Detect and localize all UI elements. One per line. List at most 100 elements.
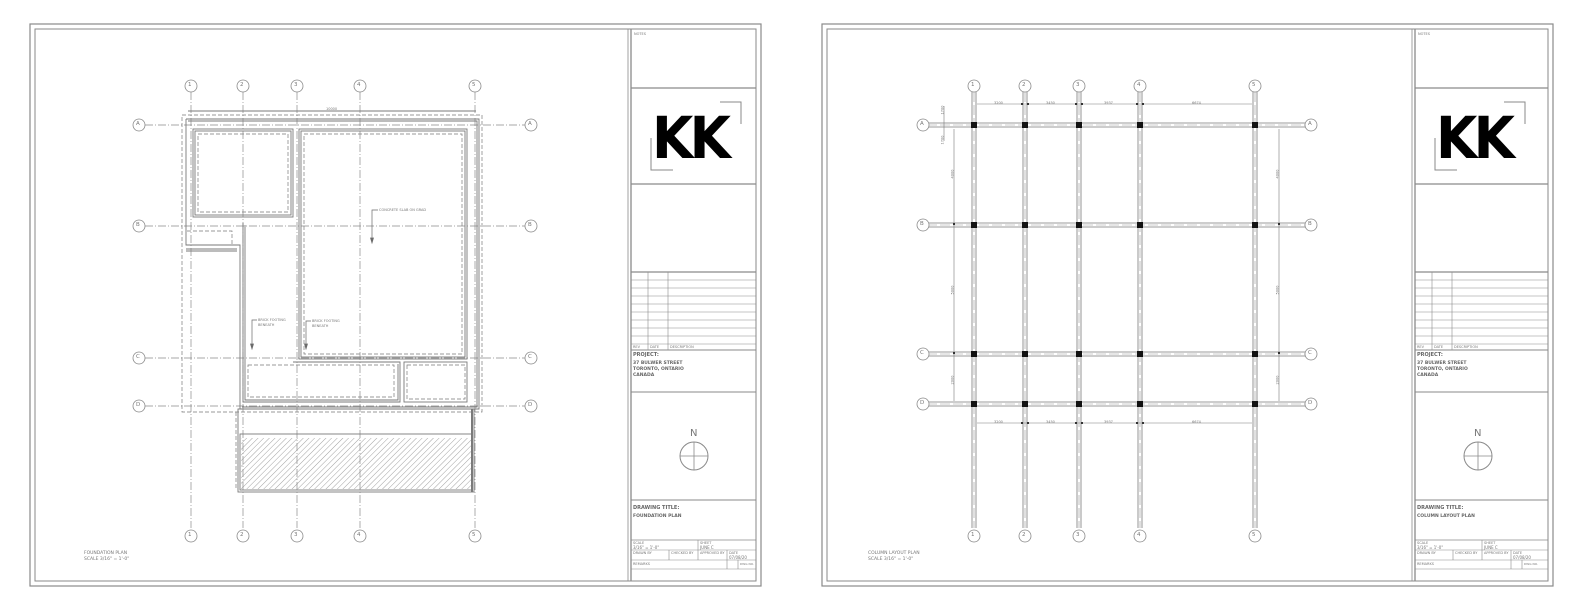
grid-col-label: 5 — [472, 82, 476, 88]
grid-col-label: 5 — [1252, 532, 1256, 538]
drawing-caption-title: COLUMN LAYOUT PLAN — [868, 551, 920, 556]
drawing-title: FOUNDATION PLAN — [633, 514, 682, 519]
grid-row-label: B — [528, 222, 532, 228]
description-header: DESCRIPTION — [670, 345, 694, 349]
approved-by-label: APPROVED BY — [1484, 551, 1509, 555]
notes-label: NOTES — [1418, 32, 1430, 36]
grid-row-label: B — [1308, 221, 1312, 227]
north-label: N — [1474, 428, 1482, 439]
foundation-plan-sheet: 1 2 3 4 5 1 2 3 4 5 A B C D A B C D 1000… — [29, 23, 762, 587]
sheet-value: JUNE C — [1484, 545, 1498, 550]
grid-col-label: 4 — [1137, 82, 1141, 88]
grid-col-label: 3 — [294, 532, 298, 538]
grid-row-label: B — [920, 221, 924, 227]
dim-top-3: 3937 — [1104, 101, 1113, 105]
dim-bottom-4: 6674 — [1192, 420, 1201, 424]
remarks-label: REMARKS — [1417, 562, 1435, 566]
grid-row-label: C — [1308, 350, 1312, 356]
footing-annotation-2b: BENEATH — [312, 324, 329, 328]
scale-label: SCALE — [633, 541, 645, 545]
dim-offset-top: 1700 — [940, 105, 945, 115]
grid-col-label: 4 — [1137, 532, 1141, 538]
dim-bottom-2: 3450 — [1046, 420, 1055, 424]
grid-col-label: 4 — [357, 82, 361, 88]
date-value: 07/08/20 — [1513, 555, 1531, 560]
grid-row-label: D — [528, 402, 533, 408]
date-label: DATE — [729, 551, 739, 555]
project-label: PROJECT: — [1417, 352, 1443, 358]
footing-annotation-1b: BENEATH — [258, 323, 275, 327]
drawing-title: COLUMN LAYOUT PLAN — [1417, 514, 1475, 519]
footing-annotation-2: BRICK FOOTING — [312, 319, 340, 323]
project-address-line-1: 37 BULWER STREET — [633, 361, 683, 366]
grid-row-label: B — [136, 222, 140, 228]
grid-row-label: C — [528, 354, 532, 360]
grid-col-label: 2 — [240, 532, 244, 538]
grid-row-label: D — [136, 402, 141, 408]
dim-offset-bottom: 1700 — [940, 135, 945, 145]
grid-col-label: 3 — [294, 82, 298, 88]
checked-by-label: CHECKED BY — [1455, 551, 1478, 555]
grid-col-label: 5 — [1252, 82, 1256, 88]
drawing-title-label: DRAWING TITLE: — [633, 505, 680, 511]
project-address-line-2: TORONTO, ONTARIO — [1417, 367, 1468, 372]
kk-logo: KK — [652, 104, 731, 172]
dim-left-1: 4000 — [950, 169, 955, 179]
date-label: DATE — [1513, 551, 1523, 555]
column-layout-sheet: 1 2 3 4 5 1 2 3 4 5 A B C D A B C D 3200… — [792, 0, 1584, 612]
grid-row-label: C — [920, 350, 924, 356]
sheet-label: SHEET — [700, 541, 712, 545]
dim-right-3: 2000 — [1275, 375, 1280, 385]
remarks-label: REMARKS — [633, 562, 651, 566]
dim-left-2: 5000 — [950, 285, 955, 295]
grid-col-label: 3 — [1076, 82, 1080, 88]
grid-col-label: 1 — [971, 532, 975, 538]
project-address-line-3: CANADA — [1417, 373, 1439, 378]
project-address-line-3: CANADA — [633, 373, 655, 378]
grid-col-label: 4 — [357, 532, 361, 538]
drawn-by-label: DRAWN BY — [1417, 551, 1436, 555]
dim-right-2: 5000 — [1275, 285, 1280, 295]
date-header: DATE — [650, 345, 660, 349]
dim-left-3: 2000 — [950, 375, 955, 385]
dim-bottom-1: 3200 — [994, 420, 1003, 424]
scale-value: 3/16" = 1'-0" — [633, 545, 660, 550]
grid-col-label: 5 — [472, 532, 476, 538]
notes-label: NOTES — [634, 32, 646, 36]
grid-col-label: 1 — [971, 82, 975, 88]
dim-top-2: 3450 — [1046, 101, 1055, 105]
drawing-number-label: DWG NO. — [740, 562, 754, 566]
drawn-by-label: DRAWN BY — [633, 551, 652, 555]
date-value: 07/08/20 — [729, 555, 747, 560]
grid-col-label: 2 — [1022, 82, 1026, 88]
dim-top-4: 6674 — [1192, 101, 1201, 105]
approved-by-label: APPROVED BY — [700, 551, 725, 555]
sheet-value: JUNE C — [700, 545, 714, 550]
sheet-label: SHEET — [1484, 541, 1496, 545]
grid-row-label: A — [1308, 121, 1312, 127]
grid-row-label: D — [1308, 400, 1313, 406]
drawing-number-label: DWG NO. — [1524, 562, 1538, 566]
dim-bottom-3: 3937 — [1104, 420, 1113, 424]
grid-row-label: A — [920, 121, 924, 127]
kk-logo: KK — [1436, 104, 1515, 172]
grid-col-label: 2 — [240, 82, 244, 88]
grid-col-label: 3 — [1076, 532, 1080, 538]
foundation-plan-drawing — [29, 23, 762, 587]
drawing-caption-scale: SCALE 3/16" = 1'-0" — [84, 557, 130, 562]
dim-right-1: 4000 — [1275, 169, 1280, 179]
project-address-line-2: TORONTO, ONTARIO — [633, 367, 684, 372]
scale-label: SCALE — [1417, 541, 1429, 545]
grid-row-label: C — [136, 354, 140, 360]
slab-annotation: CONCRETE SLAB ON GRAD — [379, 208, 427, 212]
drawing-title-label: DRAWING TITLE: — [1417, 505, 1464, 511]
grid-row-label: A — [136, 121, 140, 127]
drawing-caption-scale: SCALE 3/16" = 1'-0" — [868, 557, 914, 562]
footing-annotation-1: BRICK FOOTING — [258, 318, 286, 322]
grid-row-label: A — [528, 121, 532, 127]
dim-top-1: 3200 — [994, 101, 1003, 105]
overall-dimension: 10000 — [326, 107, 338, 111]
drawing-caption-title: FOUNDATION PLAN — [84, 551, 128, 556]
scale-value: 3/16" = 1'-0" — [1417, 545, 1444, 550]
checked-by-label: CHECKED BY — [671, 551, 694, 555]
